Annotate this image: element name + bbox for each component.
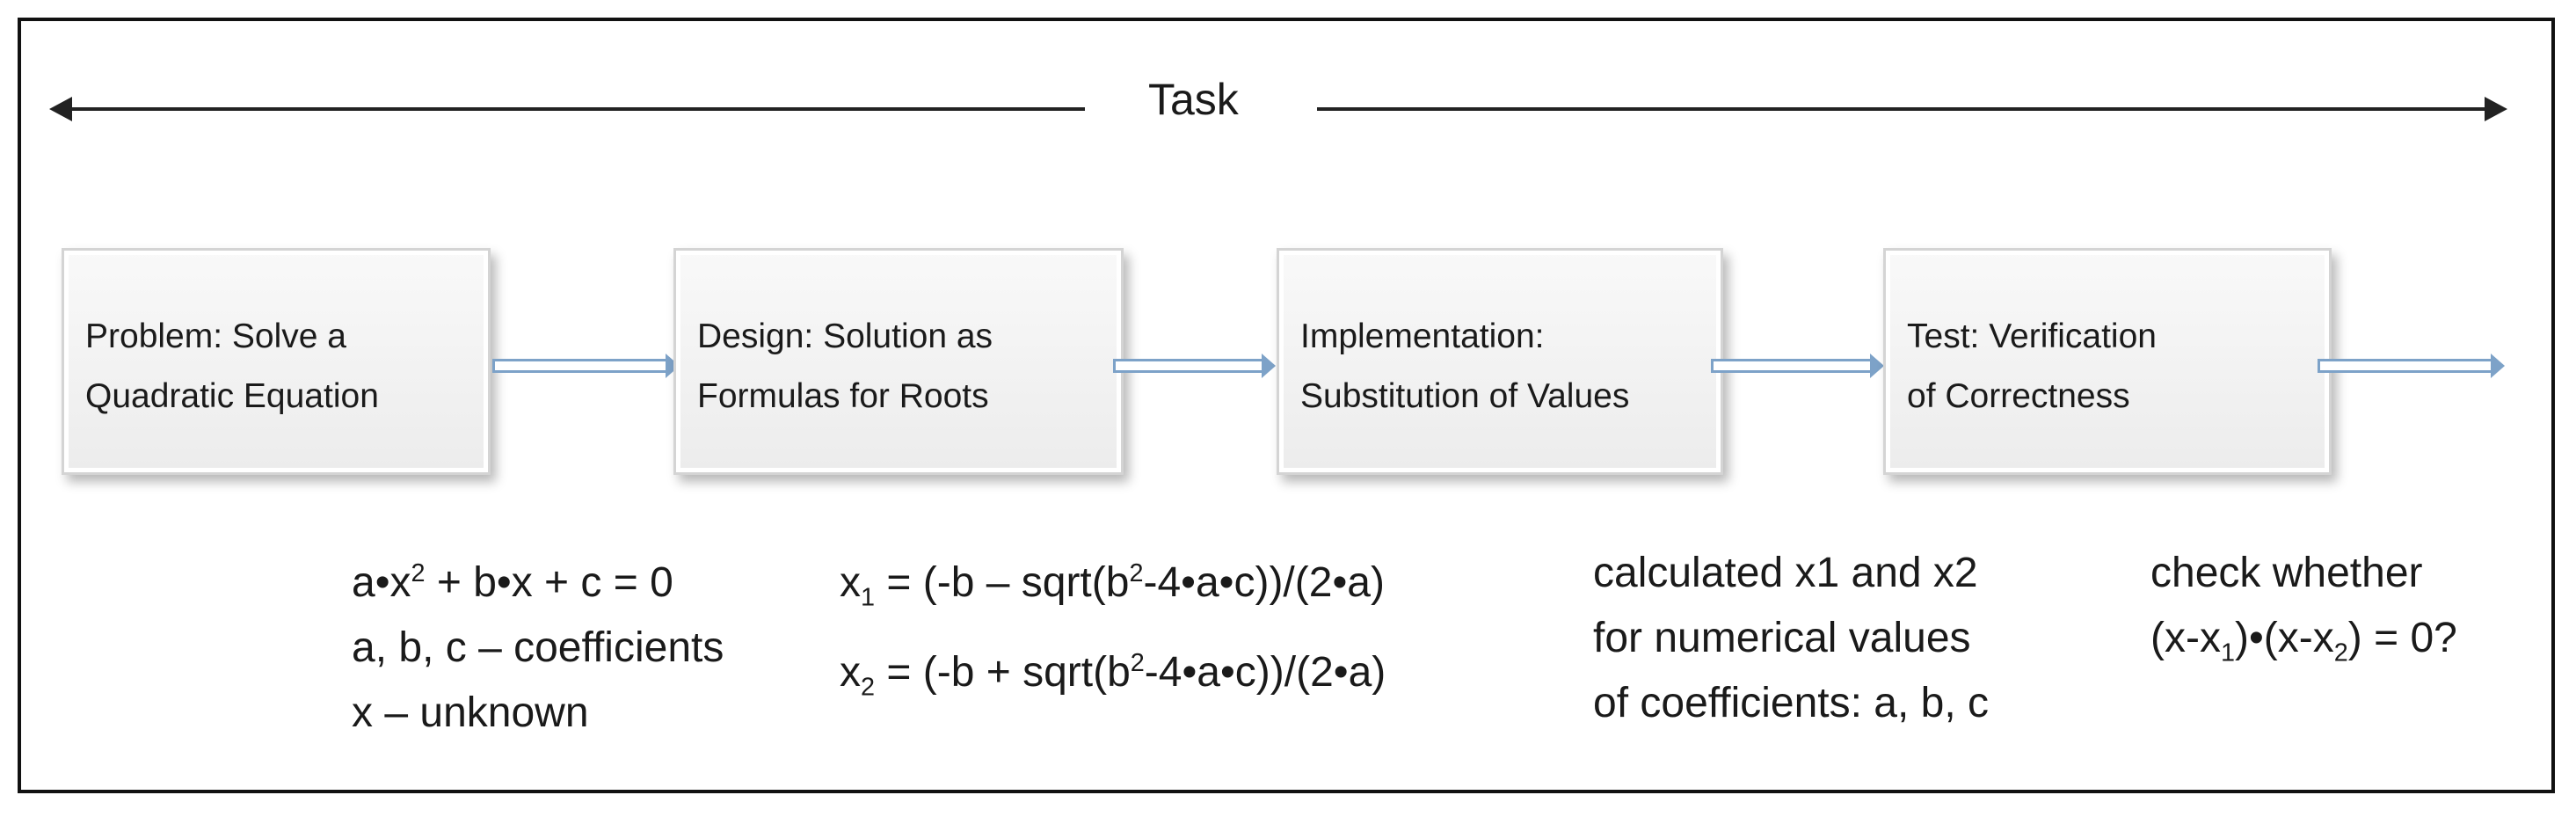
note-test-l2-sub1: 1 (2220, 638, 2235, 667)
phase-box-test-line2: of Correctness (1907, 377, 2130, 415)
note-problem: a•x2 + b•x + c = 0 a, b, c – coefficient… (352, 541, 724, 746)
note-problem-eq-exp: 2 (411, 559, 426, 587)
note-problem-eq-b: + b•x + c = 0 (425, 559, 673, 606)
note-test-l2-a: (x-x (2150, 615, 2221, 661)
note-design-x2-var: x (840, 648, 861, 696)
task-label: Task (1148, 75, 1239, 124)
note-design-x2-formula: x2 = (-b + sqrt(b2-4•a•c))/(2•a) (840, 631, 1386, 720)
connector-arrow-design-implementation (1113, 354, 1276, 378)
note-design-x2-a: = (-b + sqrt(b (875, 648, 1131, 696)
task-arrow-line-left (58, 107, 1085, 111)
connector-arrow-problem-design (492, 354, 680, 378)
note-implementation-line1: calculated x1 and x2 (1593, 550, 1978, 596)
note-design-x2-exp: 2 (1130, 648, 1145, 677)
note-design-x1-var: x (840, 559, 861, 606)
phase-box-design-line1: Design: Solution as (697, 317, 993, 355)
phase-box-problem-line2: Quadratic Equation (85, 377, 379, 415)
note-implementation-line2: for numerical values (1593, 615, 1971, 661)
task-arrow-line-right (1317, 107, 2486, 111)
phase-box-test-text: Test: Verification of Correctness (1907, 307, 2157, 427)
note-design-x1-exp: 2 (1129, 559, 1144, 587)
phase-box-problem-text: Problem: Solve a Quadratic Equation (85, 307, 379, 427)
note-test-line1: check whether (2150, 550, 2423, 596)
task-arrowhead-right (2485, 97, 2507, 121)
note-problem-eq-a: a•x (352, 559, 411, 606)
note-implementation: calculated x1 and x2 for numerical value… (1593, 541, 1989, 736)
note-test-l2-sub2: 2 (2333, 638, 2348, 667)
connector-arrow-implementation-test (1711, 354, 1884, 378)
note-implementation-line3: of coefficients: a, b, c (1593, 680, 1990, 726)
note-test-check-expression: (x-x1)•(x-x2) = 0? (2150, 606, 2457, 686)
note-test-l2-b: )•(x-x (2234, 615, 2334, 661)
note-problem-line2: a, b, c – coefficients (352, 624, 724, 671)
note-design-x2-sub: 2 (861, 673, 876, 702)
note-problem-equation: a•x2 + b•x + c = 0 (352, 541, 724, 616)
phase-box-design: Design: Solution as Formulas for Roots (673, 248, 1124, 475)
phase-box-problem-line1: Problem: Solve a (85, 317, 346, 355)
phase-box-test-line1: Test: Verification (1907, 317, 2157, 355)
phase-box-problem: Problem: Solve a Quadratic Equation (62, 248, 491, 475)
note-test: check whether (x-x1)•(x-x2) = 0? (2150, 541, 2457, 686)
note-problem-line3: x – unknown (352, 689, 589, 736)
note-test-l2-c: ) = 0? (2347, 615, 2457, 661)
note-design-x1-sub: 1 (861, 583, 876, 612)
note-design-x1-formula: x1 = (-b – sqrt(b2-4•a•c))/(2•a) (840, 541, 1386, 631)
phase-box-implementation-line1: Implementation: (1300, 317, 1545, 355)
note-design-x1-b: -4•a•c))/(2•a) (1143, 559, 1385, 606)
phase-box-implementation-line2: Substitution of Values (1300, 377, 1630, 415)
phase-box-design-line2: Formulas for Roots (697, 377, 989, 415)
phase-box-implementation-text: Implementation: Substitution of Values (1300, 307, 1629, 427)
connector-arrow-test-out (2318, 354, 2505, 378)
phase-box-test: Test: Verification of Correctness (1883, 248, 2332, 475)
phase-box-implementation: Implementation: Substitution of Values (1277, 248, 1723, 475)
phase-box-design-text: Design: Solution as Formulas for Roots (697, 307, 993, 427)
note-design-x2-b: -4•a•c))/(2•a) (1144, 648, 1386, 696)
note-design: x1 = (-b – sqrt(b2-4•a•c))/(2•a) x2 = (-… (840, 541, 1386, 719)
note-design-x1-a: = (-b – sqrt(b (875, 559, 1130, 606)
